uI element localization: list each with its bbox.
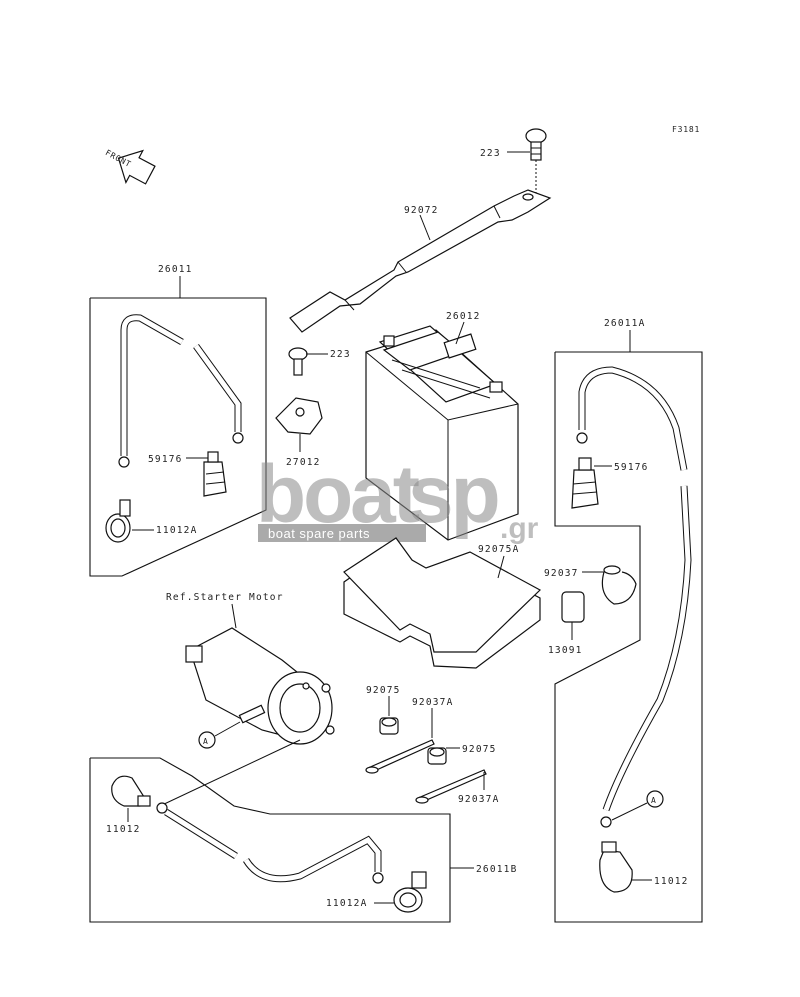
label-92037A-b: 92037A	[458, 794, 500, 805]
terminal-cap-11012-left	[111, 775, 151, 807]
reference-note-starter-motor: Ref.Starter Motor	[166, 592, 284, 603]
label-223-top: 223	[480, 148, 501, 159]
callout-A-left: A	[198, 721, 241, 749]
leader-26012	[455, 321, 465, 345]
label-92075A: 92075A	[478, 544, 520, 555]
clip-92037	[601, 565, 637, 605]
label-11012A-bottom: 11012A	[326, 898, 368, 909]
bracket-27012	[275, 397, 323, 435]
label-92075-a: 92075	[366, 685, 401, 696]
band-92037A-a	[365, 739, 435, 774]
grommet-92075-a	[379, 717, 399, 735]
label-13091: 13091	[548, 645, 583, 656]
label-92072: 92072	[404, 205, 439, 216]
battery-cable-26011B	[156, 739, 384, 884]
callout-letter-right: A	[651, 796, 657, 805]
front-arrow-icon: FRONT	[104, 148, 156, 185]
pad-13091	[561, 591, 585, 623]
terminal-cover-59176-left	[203, 451, 227, 497]
label-26011A: 26011A	[604, 318, 646, 329]
label-223-mid: 223	[330, 349, 351, 360]
watermark-suffix: .gr	[500, 512, 539, 545]
battery-tray-92075A	[343, 537, 542, 669]
kit-box-26011A	[554, 351, 703, 923]
stud-bolt	[238, 704, 266, 724]
terminal-cap-11012A-left	[105, 499, 131, 543]
label-26011B: 26011B	[476, 864, 518, 875]
label-11012-left: 11012	[106, 824, 141, 835]
watermark-logo: boat sp .gr boat spare parts	[256, 449, 539, 545]
figure-code: F3181	[672, 125, 700, 134]
label-11012A-left: 11012A	[156, 525, 198, 536]
label-92075-b: 92075	[462, 744, 497, 755]
label-92037: 92037	[544, 568, 579, 579]
kit-box-26011B	[89, 757, 451, 923]
band-92037A-b	[415, 769, 487, 804]
terminal-cap-11012-right	[599, 841, 633, 893]
label-11012-right: 11012	[654, 876, 689, 887]
bolt-223-top	[525, 128, 547, 161]
kit-box-26011	[89, 297, 267, 577]
label-27012: 27012	[286, 457, 321, 468]
label-92037A-a: 92037A	[412, 697, 454, 708]
battery-cable-26011	[118, 314, 244, 468]
grommet-92075-b	[427, 747, 447, 765]
label-26012: 26012	[446, 311, 481, 322]
leader-92075A	[497, 555, 505, 579]
callout-letter-left: A	[203, 737, 209, 746]
label-59176-right: 59176	[614, 462, 649, 473]
starter-motor	[185, 627, 335, 745]
battery-cable-26011A	[576, 366, 692, 828]
leader-92072	[419, 214, 431, 241]
leader-starter-motor	[231, 603, 237, 629]
terminal-cap-11012A-bottom	[393, 871, 427, 913]
bolt-223-mid	[288, 347, 308, 376]
label-26011: 26011	[158, 264, 193, 275]
battery-strap-92072	[289, 189, 552, 333]
watermark-tagline: boat spare parts	[268, 526, 370, 541]
label-59176-left: 59176	[148, 454, 183, 465]
front-label: FRONT	[104, 148, 133, 169]
terminal-cover-59176-right	[571, 457, 599, 509]
callout-A-right: A	[611, 790, 664, 821]
battery-26012	[365, 325, 519, 541]
